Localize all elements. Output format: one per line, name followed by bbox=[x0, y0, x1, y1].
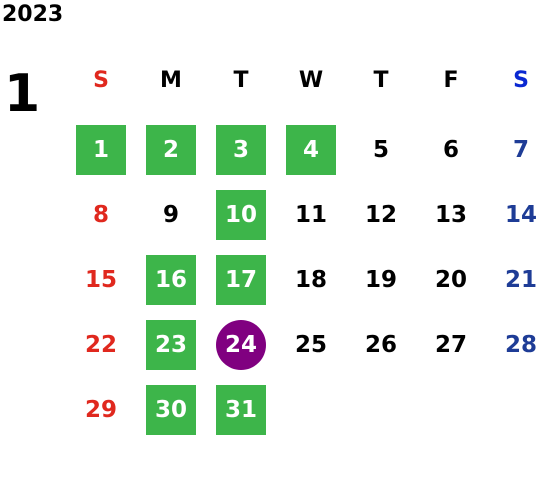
day-cell[interactable]: 18 bbox=[294, 267, 327, 293]
day-cell[interactable]: 28 bbox=[504, 332, 537, 358]
day-cell[interactable]: 4 bbox=[286, 125, 336, 175]
day-cell[interactable]: 15 bbox=[84, 267, 117, 293]
day-cell[interactable]: 7 bbox=[512, 137, 529, 163]
day-cell[interactable]: 17 bbox=[216, 255, 266, 305]
day-cell[interactable]: 30 bbox=[146, 385, 196, 435]
day-cell[interactable]: 2 bbox=[146, 125, 196, 175]
weekday-header-6: S bbox=[513, 68, 529, 93]
day-cell[interactable]: 20 bbox=[434, 267, 467, 293]
weekday-header-2: T bbox=[233, 68, 249, 93]
day-cell[interactable]: 10 bbox=[216, 190, 266, 240]
day-cell[interactable]: 24 bbox=[216, 320, 266, 370]
day-cell[interactable]: 13 bbox=[434, 202, 467, 228]
day-cell[interactable]: 12 bbox=[364, 202, 397, 228]
day-cell[interactable]: 22 bbox=[84, 332, 117, 358]
day-cell[interactable]: 14 bbox=[504, 202, 537, 228]
weekday-header-4: T bbox=[373, 68, 389, 93]
day-cell[interactable]: 9 bbox=[162, 202, 179, 228]
day-cell[interactable]: 8 bbox=[92, 202, 109, 228]
day-cell[interactable]: 27 bbox=[434, 332, 467, 358]
day-cell[interactable]: 23 bbox=[146, 320, 196, 370]
day-cell[interactable]: 19 bbox=[364, 267, 397, 293]
weekday-header-1: M bbox=[160, 68, 182, 93]
weekday-header-3: W bbox=[298, 68, 324, 93]
day-cell[interactable]: 26 bbox=[364, 332, 397, 358]
day-cell[interactable]: 5 bbox=[372, 137, 389, 163]
weekday-header-0: S bbox=[93, 68, 109, 93]
day-cell[interactable]: 25 bbox=[294, 332, 327, 358]
weekday-header-5: F bbox=[443, 68, 459, 93]
day-cell[interactable]: 31 bbox=[216, 385, 266, 435]
day-cell[interactable]: 6 bbox=[442, 137, 459, 163]
day-cell[interactable]: 1 bbox=[76, 125, 126, 175]
day-cell[interactable]: 16 bbox=[146, 255, 196, 305]
day-cell[interactable]: 29 bbox=[84, 397, 117, 423]
day-cell[interactable]: 11 bbox=[294, 202, 327, 228]
day-cell[interactable]: 3 bbox=[216, 125, 266, 175]
day-cell[interactable]: 21 bbox=[504, 267, 537, 293]
calendar-month: 1 bbox=[4, 64, 41, 124]
calendar-year: 2023 bbox=[2, 2, 64, 27]
